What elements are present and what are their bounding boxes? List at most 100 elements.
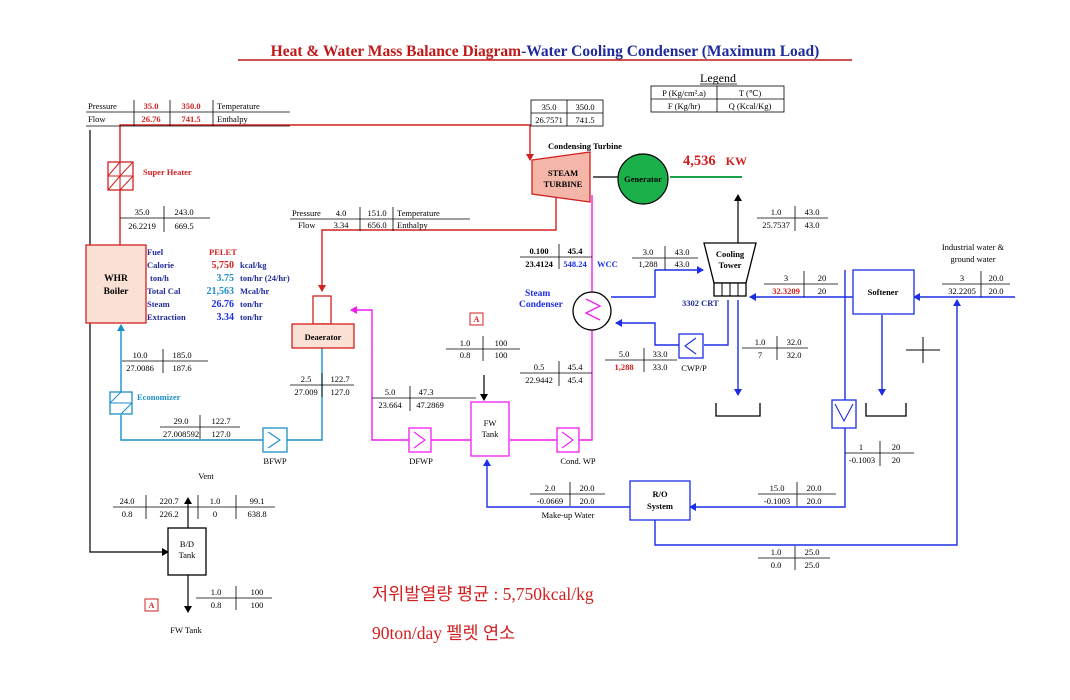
- svg-text:20: 20: [892, 455, 901, 465]
- dfwp-label: DFWP: [409, 456, 433, 466]
- svg-text:43.0: 43.0: [805, 220, 820, 230]
- svg-text:3.34: 3.34: [334, 220, 350, 230]
- svg-text:WCC: WCC: [597, 259, 618, 269]
- svg-text:Enthalpy: Enthalpy: [217, 114, 248, 124]
- svg-text:Tower: Tower: [719, 260, 742, 270]
- svg-text:27.008592: 27.008592: [163, 429, 199, 439]
- svg-text:System: System: [647, 501, 673, 511]
- marker-a-bottom: A: [144, 598, 159, 612]
- table-boiler-outlet: 35.0 243.0 26.2219 669.5: [120, 206, 210, 232]
- table-bd-out: 1.0 100 0.8 100: [196, 586, 272, 610]
- svg-text:47.2869: 47.2869: [416, 400, 444, 410]
- svg-text:35.0: 35.0: [542, 102, 557, 112]
- svg-text:100: 100: [495, 350, 508, 360]
- svg-text:2.5: 2.5: [301, 374, 312, 384]
- svg-text:350.0: 350.0: [575, 102, 594, 112]
- svg-text:Pressure: Pressure: [292, 208, 321, 218]
- svg-text:Generator: Generator: [624, 174, 662, 184]
- svg-text:47.3: 47.3: [419, 387, 434, 397]
- table-bfwp-stream: 29.0 122.7 27.008592 127.0: [160, 415, 240, 439]
- fuel-info: Fuel PELET Calorie 5,750 kcal/kg ton/h 3…: [147, 247, 290, 323]
- legend: Legend P (Kg/cm².a) T (℃) F (Kg/hr) Q (K…: [650, 71, 785, 113]
- svg-text:0.5: 0.5: [534, 362, 545, 372]
- table-softener-bleed: 1 20 -0.1003 20: [845, 441, 914, 466]
- svg-text:100: 100: [495, 338, 508, 348]
- svg-text:185.0: 185.0: [172, 350, 191, 360]
- svg-text:ground water: ground water: [950, 254, 995, 264]
- svg-text:Industrial water &: Industrial water &: [942, 242, 1005, 252]
- svg-text:Mcal/hr: Mcal/hr: [240, 286, 269, 296]
- svg-text:10.0: 10.0: [133, 350, 148, 360]
- svg-text:Flow: Flow: [298, 220, 316, 230]
- svg-text:220.7: 220.7: [159, 496, 178, 506]
- svg-text:ton/hr: ton/hr: [240, 299, 263, 309]
- svg-text:32.0: 32.0: [787, 337, 802, 347]
- super-heater: [107, 161, 134, 191]
- svg-text:22.9442: 22.9442: [525, 375, 553, 385]
- svg-text:25.7537: 25.7537: [762, 220, 790, 230]
- table-ro-reject: 1.0 25.0 0.0 25.0: [758, 546, 830, 570]
- svg-text:99.1: 99.1: [250, 496, 265, 506]
- table-industrial-water: Industrial water & ground water 3 20.0 3…: [942, 242, 1010, 297]
- svg-text:1.0: 1.0: [211, 587, 222, 597]
- svg-text:R/O: R/O: [652, 489, 668, 499]
- svg-text:20.0: 20.0: [989, 273, 1004, 283]
- cooling-water-piping: [483, 266, 1015, 546]
- diagram-title: Heat & Water Mass Balance Diagram-Water …: [271, 43, 820, 60]
- softener: [852, 269, 915, 315]
- svg-text:-0.0669: -0.0669: [537, 496, 563, 506]
- svg-text:25.0: 25.0: [805, 560, 820, 570]
- ro-system: [629, 480, 691, 521]
- table-dfwp-stream: 5.0 47.3 23.664 47.2869: [372, 386, 476, 411]
- table-blowdown: 24.0 220.7 1.0 99.1 0.8 226.2 0 638.8: [113, 495, 275, 519]
- svg-text:127.0: 127.0: [211, 429, 230, 439]
- svg-text:Cooling: Cooling: [716, 249, 745, 259]
- svg-text:1.0: 1.0: [210, 496, 221, 506]
- super-heater-label: Super Heater: [143, 167, 192, 177]
- softener-bleed-valve: [831, 399, 857, 429]
- cwp-pump: [678, 333, 704, 359]
- svg-text:7: 7: [758, 350, 762, 360]
- svg-text:3: 3: [784, 273, 788, 283]
- svg-text:-0.1003: -0.1003: [764, 496, 790, 506]
- svg-text:1,288: 1,288: [614, 362, 633, 372]
- korean-note-2: 90ton/day 펠렛 연소: [372, 623, 515, 643]
- svg-text:1.0: 1.0: [460, 338, 471, 348]
- svg-text:23.664: 23.664: [378, 400, 402, 410]
- svg-text:20.0: 20.0: [807, 483, 822, 493]
- table-makeup-water: 2.0 20.0 -0.0669 20.0 Make-up Water: [530, 482, 605, 520]
- svg-text:43.0: 43.0: [675, 247, 690, 257]
- table-softener-out: 3 20 32.3209 20: [764, 271, 838, 297]
- svg-text:-0.1003: -0.1003: [849, 455, 875, 465]
- svg-text:26.76: 26.76: [141, 114, 160, 124]
- svg-text:Temperature: Temperature: [397, 208, 440, 218]
- fw-tank: [470, 401, 510, 457]
- svg-text:0.8: 0.8: [211, 600, 222, 610]
- deaerator: [291, 323, 355, 349]
- bfwp-pump: [262, 427, 288, 453]
- table-cwp-stream: 5.0 33.0 1,288 33.0: [605, 348, 677, 372]
- svg-text:187.6: 187.6: [172, 363, 191, 373]
- svg-text:kcal/kg: kcal/kg: [240, 260, 267, 270]
- svg-text:151.0: 151.0: [367, 208, 386, 218]
- svg-text:20: 20: [892, 442, 901, 452]
- svg-text:20: 20: [818, 273, 827, 283]
- svg-text:WHR: WHR: [104, 274, 128, 284]
- svg-text:350.0: 350.0: [181, 101, 200, 111]
- svg-text:1.0: 1.0: [771, 207, 782, 217]
- marker-a-top: A: [469, 312, 484, 326]
- deaerator-dome: [312, 295, 332, 325]
- svg-text:5.0: 5.0: [619, 349, 630, 359]
- svg-text:Pressure: Pressure: [88, 101, 117, 111]
- svg-text:Condenser: Condenser: [519, 300, 564, 310]
- steam-turbine: [531, 151, 591, 203]
- svg-text:B/D: B/D: [180, 539, 194, 549]
- svg-text:Steam: Steam: [147, 299, 170, 309]
- svg-text:0.0: 0.0: [771, 560, 782, 570]
- svg-text:Make-up Water: Make-up Water: [542, 510, 595, 520]
- condensing-turbine-label: Condensing Turbine: [548, 141, 622, 151]
- svg-text:20.0: 20.0: [580, 496, 595, 506]
- svg-text:43.0: 43.0: [805, 207, 820, 217]
- svg-text:20.0: 20.0: [989, 286, 1004, 296]
